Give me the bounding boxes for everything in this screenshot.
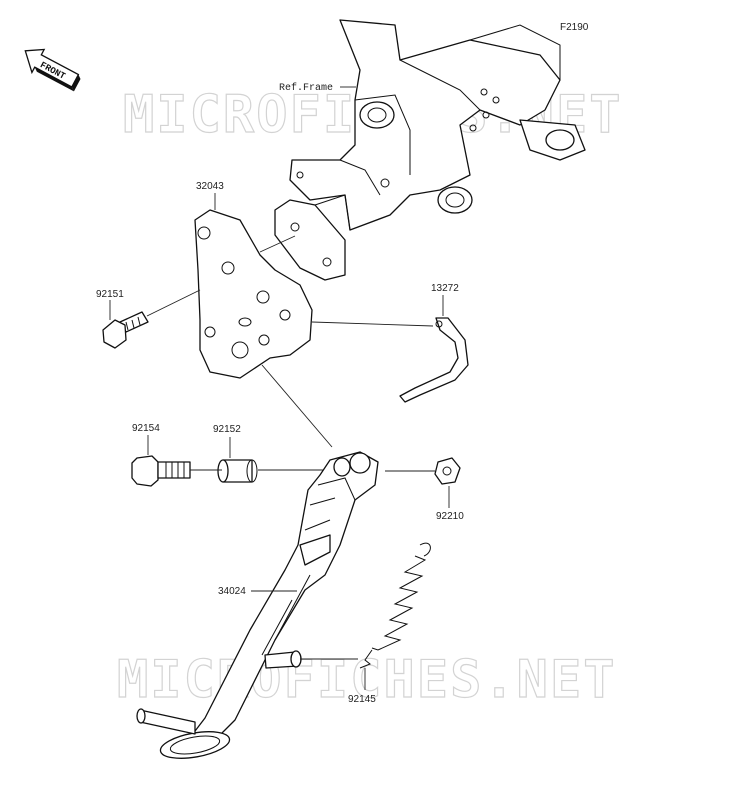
collar-92152 xyxy=(217,459,258,483)
bolt-92154 xyxy=(131,455,191,487)
nut-92210 xyxy=(434,457,461,485)
label-32043: 32043 xyxy=(196,181,224,192)
label-92210: 92210 xyxy=(436,511,464,522)
side-stand-34024 xyxy=(136,451,379,759)
frame xyxy=(274,19,586,281)
label-92152: 92152 xyxy=(213,424,241,435)
spring-92145 xyxy=(359,542,431,669)
label-92145: 92145 xyxy=(348,694,376,705)
bracket-32043 xyxy=(194,209,313,379)
label-34024: 34024 xyxy=(218,586,246,597)
bolt-92151 xyxy=(102,311,149,349)
label-13272: 13272 xyxy=(431,283,459,294)
figure-code: F2190 xyxy=(560,22,589,33)
label-92151: 92151 xyxy=(96,289,124,300)
pin-13272 xyxy=(399,317,469,403)
label-92154: 92154 xyxy=(132,423,160,434)
front-arrow-icon: FRONT xyxy=(24,48,81,92)
ref-frame-label: Ref.Frame xyxy=(279,82,333,94)
